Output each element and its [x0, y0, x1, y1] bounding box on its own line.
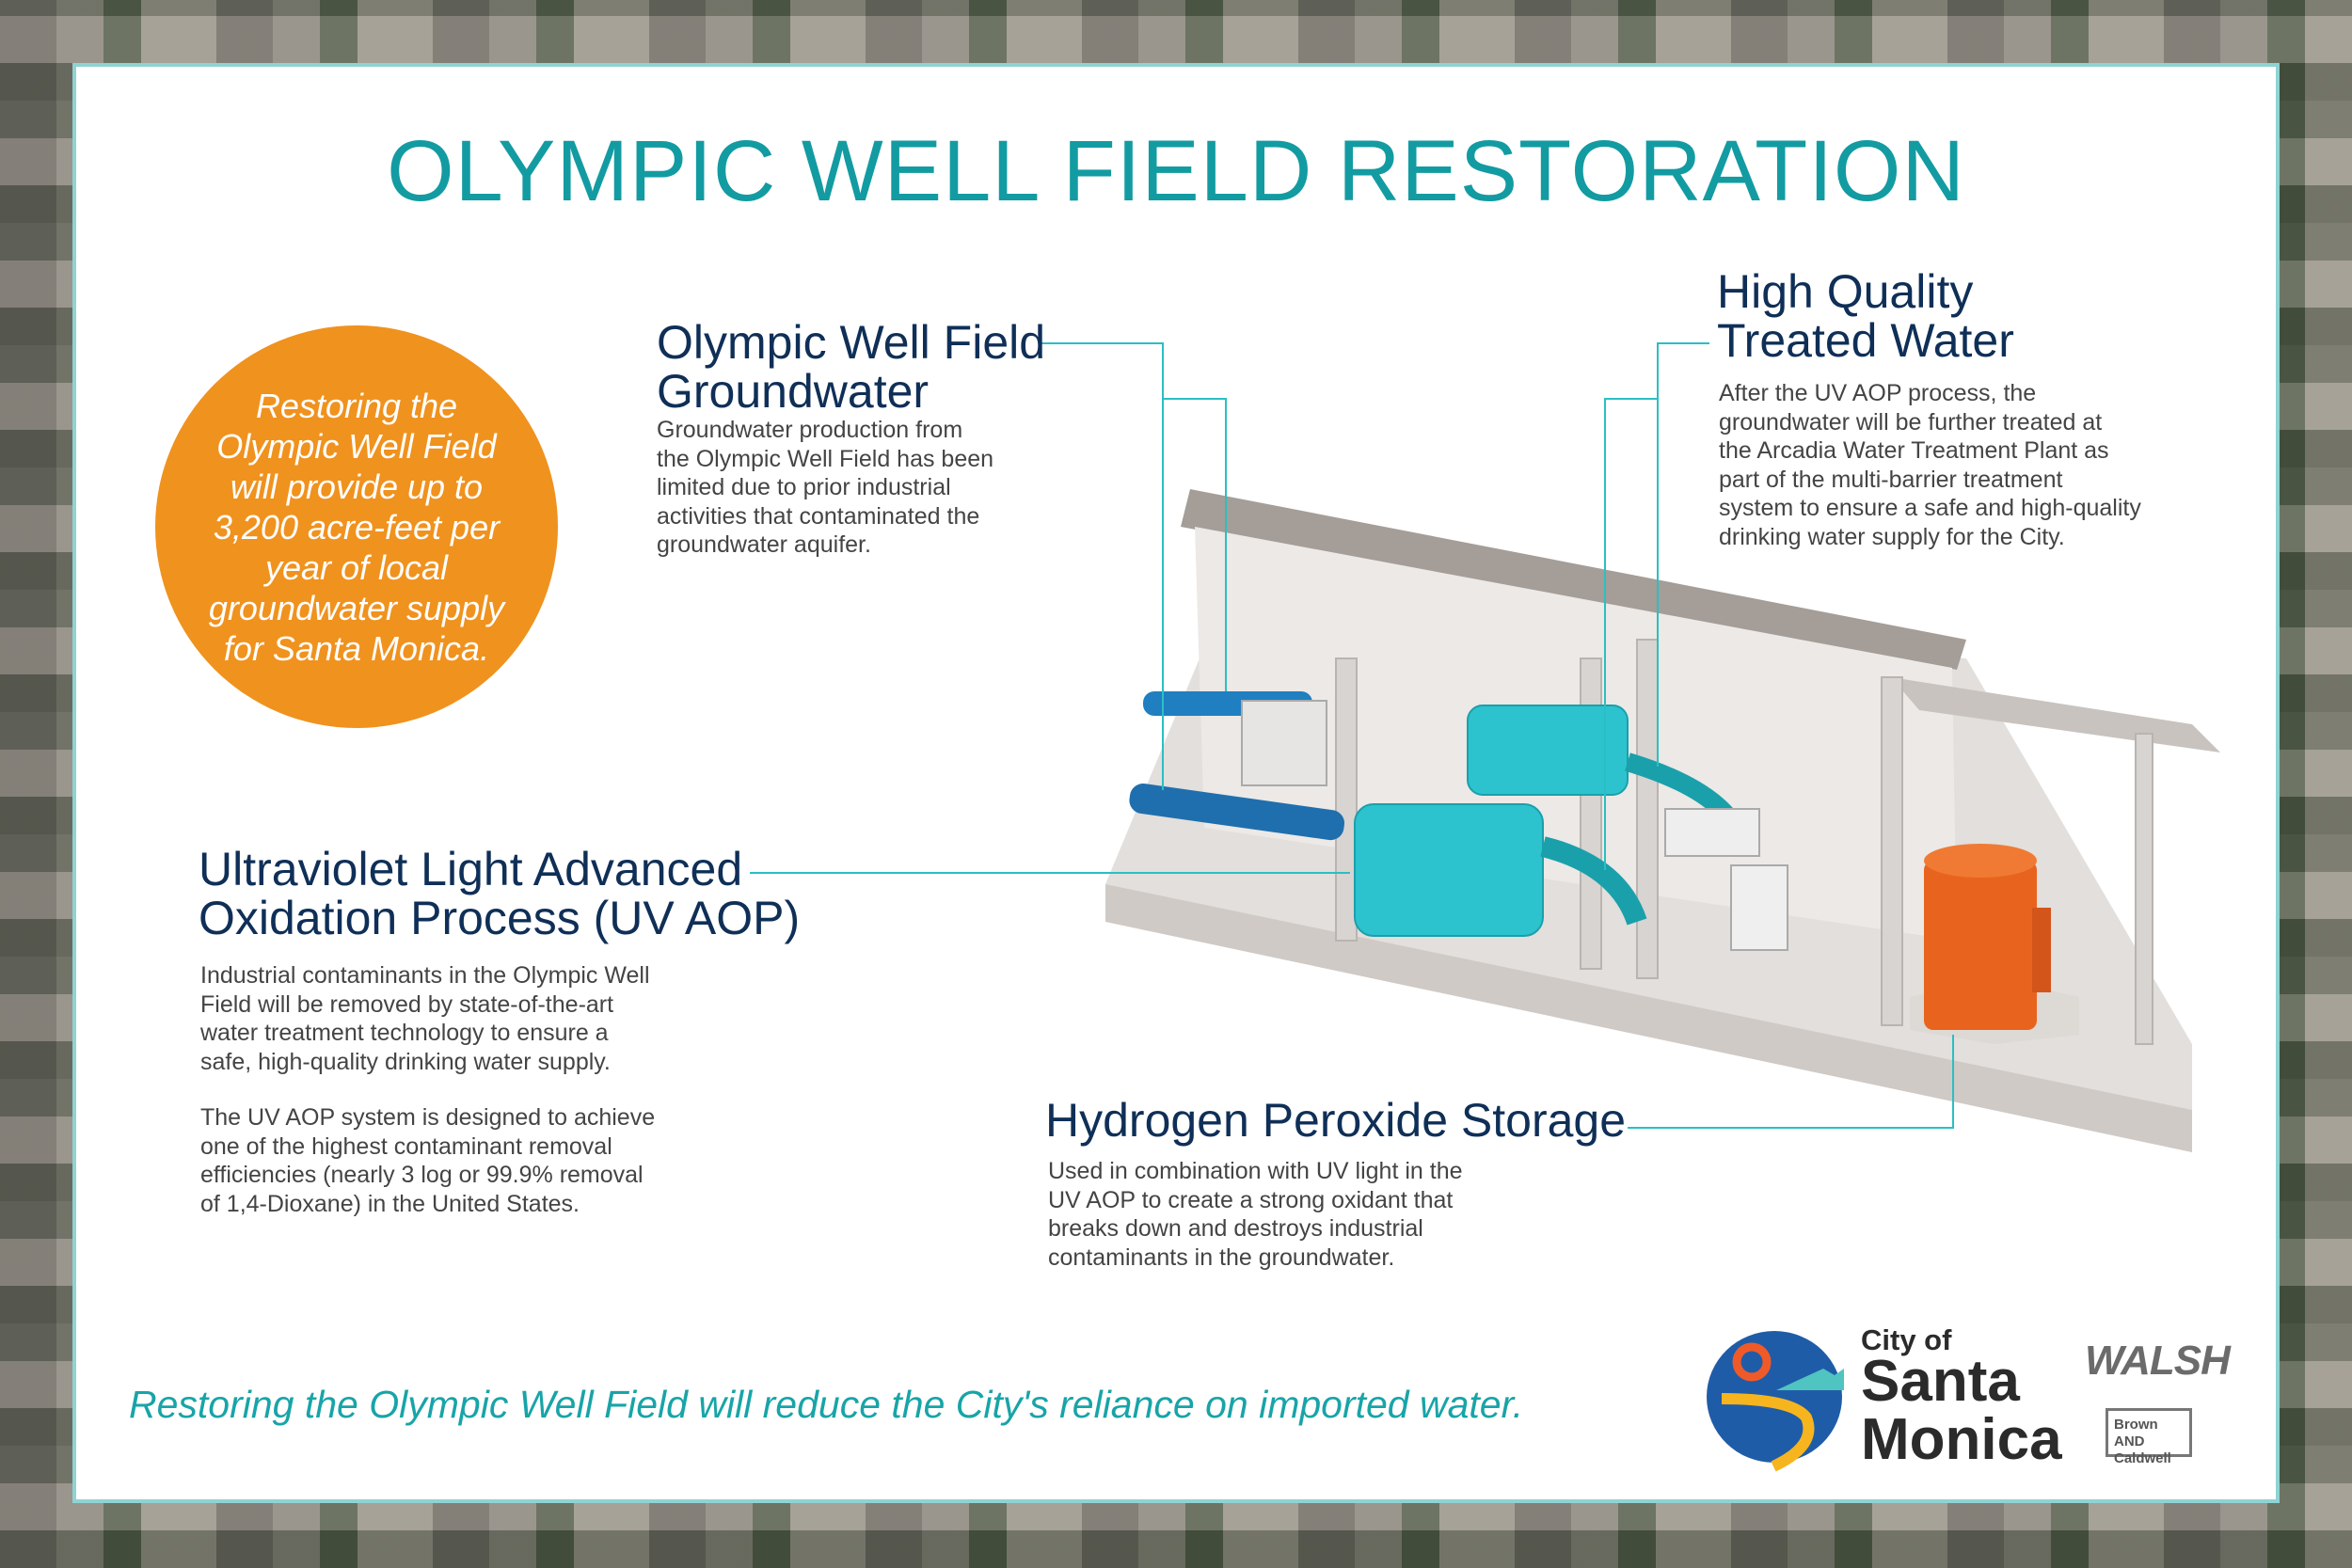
tagline: Restoring the Olympic Well Field will re…: [129, 1383, 1524, 1426]
page-title: OLYMPIC WELL FIELD RESTORATION: [387, 123, 1965, 219]
callout-circle: Restoring the Olympic Well Field will pr…: [155, 325, 558, 728]
brown-caldwell-logo: Brown AND Caldwell: [2106, 1408, 2192, 1466]
building-base-front: [1105, 884, 2192, 1152]
leader-lines: [750, 342, 1954, 1129]
uvaop-body-1: Industrial contaminants in the Olympic W…: [200, 962, 650, 1075]
uvaop-heading: Ultraviolet Light Advanced Oxidation Pro…: [199, 843, 801, 944]
peroxide-tank: [1910, 844, 2079, 1044]
peroxide-body: Used in combination with UV light in the…: [1048, 1158, 1463, 1271]
treated-water-body: After the UV AOP process, the groundwate…: [1719, 380, 2141, 550]
santa-monica-text: Santa Monica: [1861, 1349, 2062, 1472]
treated-water-heading: High Quality Treated Water: [1717, 265, 2014, 367]
groundwater-heading: Olympic Well Field Groundwater: [657, 316, 1046, 418]
santa-monica-logo-icon: [1707, 1331, 1844, 1472]
uvaop-body-2: The UV AOP system is designed to achieve…: [200, 1104, 656, 1217]
walsh-logo: WALSH: [2085, 1338, 2231, 1384]
blue-pipe: [1129, 784, 1345, 841]
city-of-text: City of: [1861, 1323, 1952, 1356]
peroxide-heading: Hydrogen Peroxide Storage: [1045, 1094, 1627, 1147]
callout-text: Restoring the Olympic Well Field will pr…: [208, 386, 505, 668]
building-roof: [1181, 489, 1966, 670]
groundwater-body: Groundwater production from the Olympic …: [657, 417, 994, 558]
